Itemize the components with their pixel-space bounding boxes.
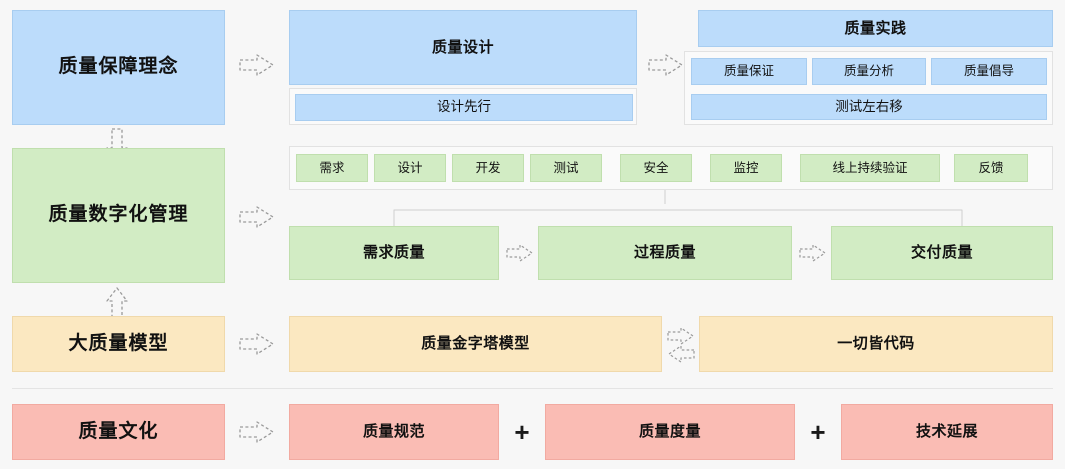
quality-practice-title: 质量实践 (698, 10, 1053, 47)
row-culture-label: 质量文化 (12, 404, 225, 460)
arrow-design-to-practice (646, 52, 686, 78)
arrow-digital-to-stages (237, 204, 277, 230)
arrow-culture-to-norms (237, 419, 277, 445)
stage-6: 线上持续验证 (800, 154, 940, 182)
quality-design-title: 质量设计 (289, 10, 637, 85)
practice-item-0: 质量保证 (691, 58, 807, 85)
stage-1: 设计 (374, 154, 446, 182)
quality-2: 交付质量 (831, 226, 1053, 280)
arrow-quality-1-to-2 (798, 242, 828, 264)
practice-item-2: 质量倡导 (931, 58, 1047, 85)
stage-4: 安全 (620, 154, 692, 182)
culture-item-1: 质量度量 (545, 404, 795, 460)
culture-item-0: 质量规范 (289, 404, 499, 460)
plus-separator-0: + (514, 416, 530, 447)
design-first-box: 设计先行 (295, 94, 633, 121)
quality-1: 过程质量 (538, 226, 792, 280)
model-item-0: 质量金字塔模型 (289, 316, 662, 372)
model-item-1: 一切皆代码 (699, 316, 1053, 372)
stage-2: 开发 (452, 154, 524, 182)
arrow-philosophy-to-design (237, 52, 277, 78)
quality-0: 需求质量 (289, 226, 499, 280)
quality-practice-panel: 质量保证 质量分析 质量倡导 测试左右移 (684, 51, 1053, 125)
practice-footer: 测试左右移 (691, 94, 1047, 120)
stage-5: 监控 (710, 154, 782, 182)
stage-0: 需求 (296, 154, 368, 182)
culture-item-2: 技术延展 (841, 404, 1053, 460)
arrow-bidirectional-model (665, 325, 697, 365)
arrow-quality-0-to-1 (505, 242, 535, 264)
plus-separator-1: + (810, 416, 826, 447)
row-philosophy-label: 质量保障理念 (12, 10, 225, 125)
stage-7: 反馈 (954, 154, 1028, 182)
section-divider (12, 388, 1053, 389)
stage-strip-panel: 需求 设计 开发 测试 安全 监控 线上持续验证 反馈 (289, 146, 1053, 190)
arrow-model-to-pyramid (237, 331, 277, 357)
practice-item-1: 质量分析 (812, 58, 926, 85)
row-digital-label: 质量数字化管理 (12, 148, 225, 283)
quality-design-sub-panel: 设计先行 (289, 88, 637, 125)
stage-3: 测试 (530, 154, 602, 182)
row-model-label: 大质量模型 (12, 316, 225, 372)
